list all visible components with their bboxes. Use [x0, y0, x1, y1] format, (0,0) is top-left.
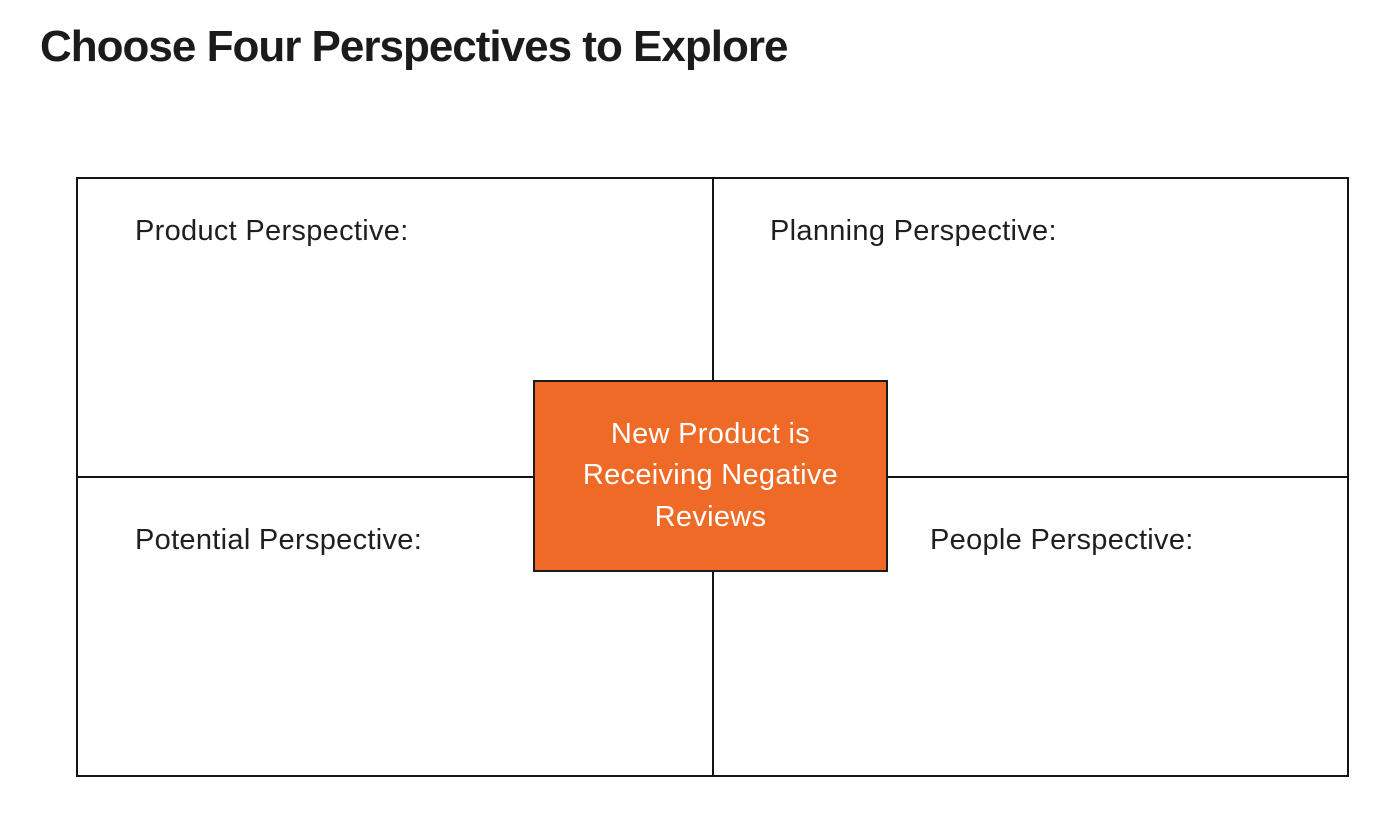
quadrant-label-potential: Potential Perspective:	[135, 524, 423, 556]
center-topic-card: New Product is Receiving Negative Review…	[533, 380, 888, 572]
page-title: Choose Four Perspectives to Explore	[40, 22, 788, 71]
center-topic-line: Receiving Negative	[582, 459, 839, 492]
center-topic-line: New Product is	[610, 418, 811, 451]
quadrant-label-people: People Perspective:	[930, 524, 1194, 556]
quadrant-label-planning: Planning Perspective:	[770, 215, 1057, 247]
center-topic-line: Reviews	[654, 500, 767, 533]
four-quadrant-matrix: Product Perspective: Planning Perspectiv…	[76, 177, 1349, 777]
quadrant-label-product: Product Perspective:	[135, 215, 409, 247]
